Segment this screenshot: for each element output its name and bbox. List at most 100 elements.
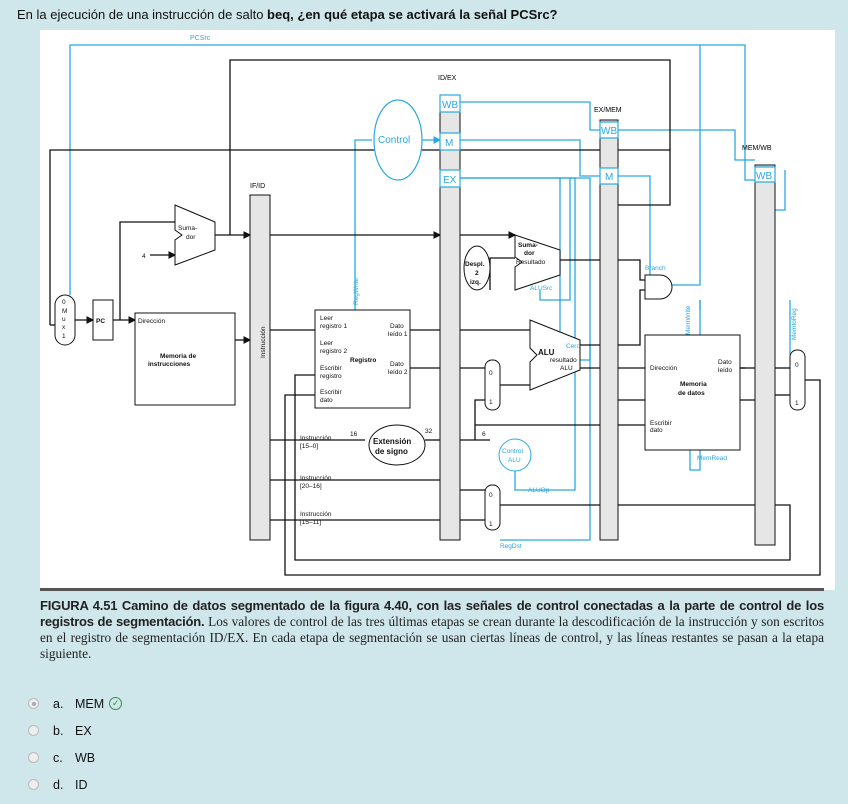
t: [15–0] — [300, 443, 318, 450]
t: 1 — [489, 521, 493, 528]
option-c[interactable]: c.WB — [28, 744, 122, 771]
control-unit — [373, 99, 423, 181]
idex-label: ID/EX — [438, 75, 457, 82]
adder-branch — [514, 234, 561, 291]
t: de datos — [678, 390, 705, 397]
components — [54, 204, 806, 531]
t: 1 — [795, 400, 799, 407]
t: Instrucción — [300, 511, 332, 518]
question-prefix: En la ejecución de una instrucción de sa… — [17, 7, 268, 22]
t: Leer — [320, 315, 334, 322]
t: Instrucción — [300, 435, 332, 442]
data-memory — [644, 334, 741, 451]
question-bold: beq, ¿en qué etapa se activará la señal … — [267, 7, 558, 22]
t: 6 — [482, 431, 486, 438]
t: Despl. — [465, 261, 485, 268]
radio-button[interactable] — [28, 752, 39, 763]
instruction-memory — [134, 312, 236, 406]
t: Leer — [320, 340, 334, 347]
t: de signo — [375, 447, 408, 456]
t: PC — [96, 318, 105, 325]
t: Extensión — [373, 437, 411, 446]
radio-button[interactable] — [28, 779, 39, 790]
t: 0 — [489, 370, 493, 377]
t: Instrucción — [300, 475, 332, 482]
t: leído — [718, 367, 732, 374]
answer-options: a.MEM✓ b.EX c.WB d.ID — [28, 690, 123, 798]
t: Dato — [390, 361, 404, 368]
option-letter: b. — [53, 723, 64, 738]
radio-button[interactable] — [28, 725, 39, 736]
t: [15–11] — [300, 519, 321, 526]
option-letter: a. — [53, 696, 64, 711]
register-file — [314, 309, 411, 409]
option-label: ID — [75, 777, 88, 792]
t: registro 2 — [320, 348, 347, 355]
alu-control — [498, 438, 532, 472]
t: ALU — [538, 348, 555, 357]
t: 16 — [350, 431, 358, 438]
option-label: MEM — [75, 696, 105, 711]
t: Dirección — [138, 318, 165, 325]
option-d[interactable]: d.ID — [28, 771, 122, 798]
t: MemRead — [697, 455, 727, 462]
caption-head: FIGURA 4.51 Camino de datos segmentado d… — [40, 598, 824, 629]
ifid-register — [249, 194, 271, 541]
t: 0 — [489, 492, 493, 499]
t: dor — [186, 234, 196, 241]
t: Memoria — [680, 381, 707, 388]
t: 0 — [62, 299, 66, 306]
t: leído 2 — [388, 369, 408, 376]
t: Dato — [390, 323, 404, 330]
t: dato — [320, 397, 333, 404]
t: Dirección — [650, 365, 677, 372]
pipeline-datapath-figure: PCSrc IF/ID ID/EX EX/MEM — [40, 30, 835, 590]
t: [20–16] — [300, 483, 322, 490]
t: ALU — [508, 457, 521, 464]
t: M — [62, 308, 67, 315]
t: registro 1 — [320, 323, 347, 330]
figure-caption: FIGURA 4.51 Camino de datos segmentado d… — [40, 588, 824, 662]
t: Cero — [566, 343, 580, 350]
t: 1 — [62, 333, 66, 340]
t: MemtoReg — [791, 308, 798, 340]
t: RegDst — [500, 543, 522, 550]
idex-m: M — [445, 138, 453, 149]
t: Control — [502, 448, 524, 455]
t: MemWrite — [685, 305, 692, 335]
question-text: En la ejecución de una instrucción de sa… — [17, 7, 558, 22]
pcsrc-label: PCSrc — [190, 35, 211, 42]
adder-pc — [174, 204, 216, 266]
t: Branch — [645, 265, 666, 272]
t: Escribir — [320, 389, 343, 396]
option-a[interactable]: a.MEM✓ — [28, 690, 123, 717]
idex-ex: EX — [443, 175, 457, 186]
t: dor — [524, 250, 535, 257]
t: dato — [650, 427, 663, 434]
t: 4 — [142, 253, 146, 260]
option-b[interactable]: b.EX — [28, 717, 122, 744]
t: Escribir — [320, 365, 343, 372]
t: 1 — [489, 399, 493, 406]
exmem-wb: WB — [601, 126, 617, 137]
radio-button[interactable] — [28, 698, 39, 709]
t: 0 — [795, 362, 799, 369]
pc-register — [92, 299, 114, 341]
t: Memoria de — [160, 353, 197, 360]
t: ALUSrc — [530, 285, 553, 292]
shift-left-2 — [463, 245, 491, 291]
branch-and-gate — [644, 274, 673, 300]
t: ALUOp — [528, 487, 550, 494]
t: Instrucción — [260, 326, 267, 358]
sign-extend — [368, 424, 426, 466]
control-label: Control — [378, 135, 410, 146]
pc-mux — [54, 294, 76, 346]
t: Dato — [718, 359, 732, 366]
t: Escribir — [650, 420, 673, 427]
t: leído 1 — [388, 331, 408, 338]
t: instrucciones — [148, 361, 191, 368]
t: Suma- — [518, 242, 538, 249]
datapath-diagram: PCSrc IF/ID ID/EX EX/MEM — [49, 35, 821, 576]
t: Registro — [350, 357, 376, 364]
